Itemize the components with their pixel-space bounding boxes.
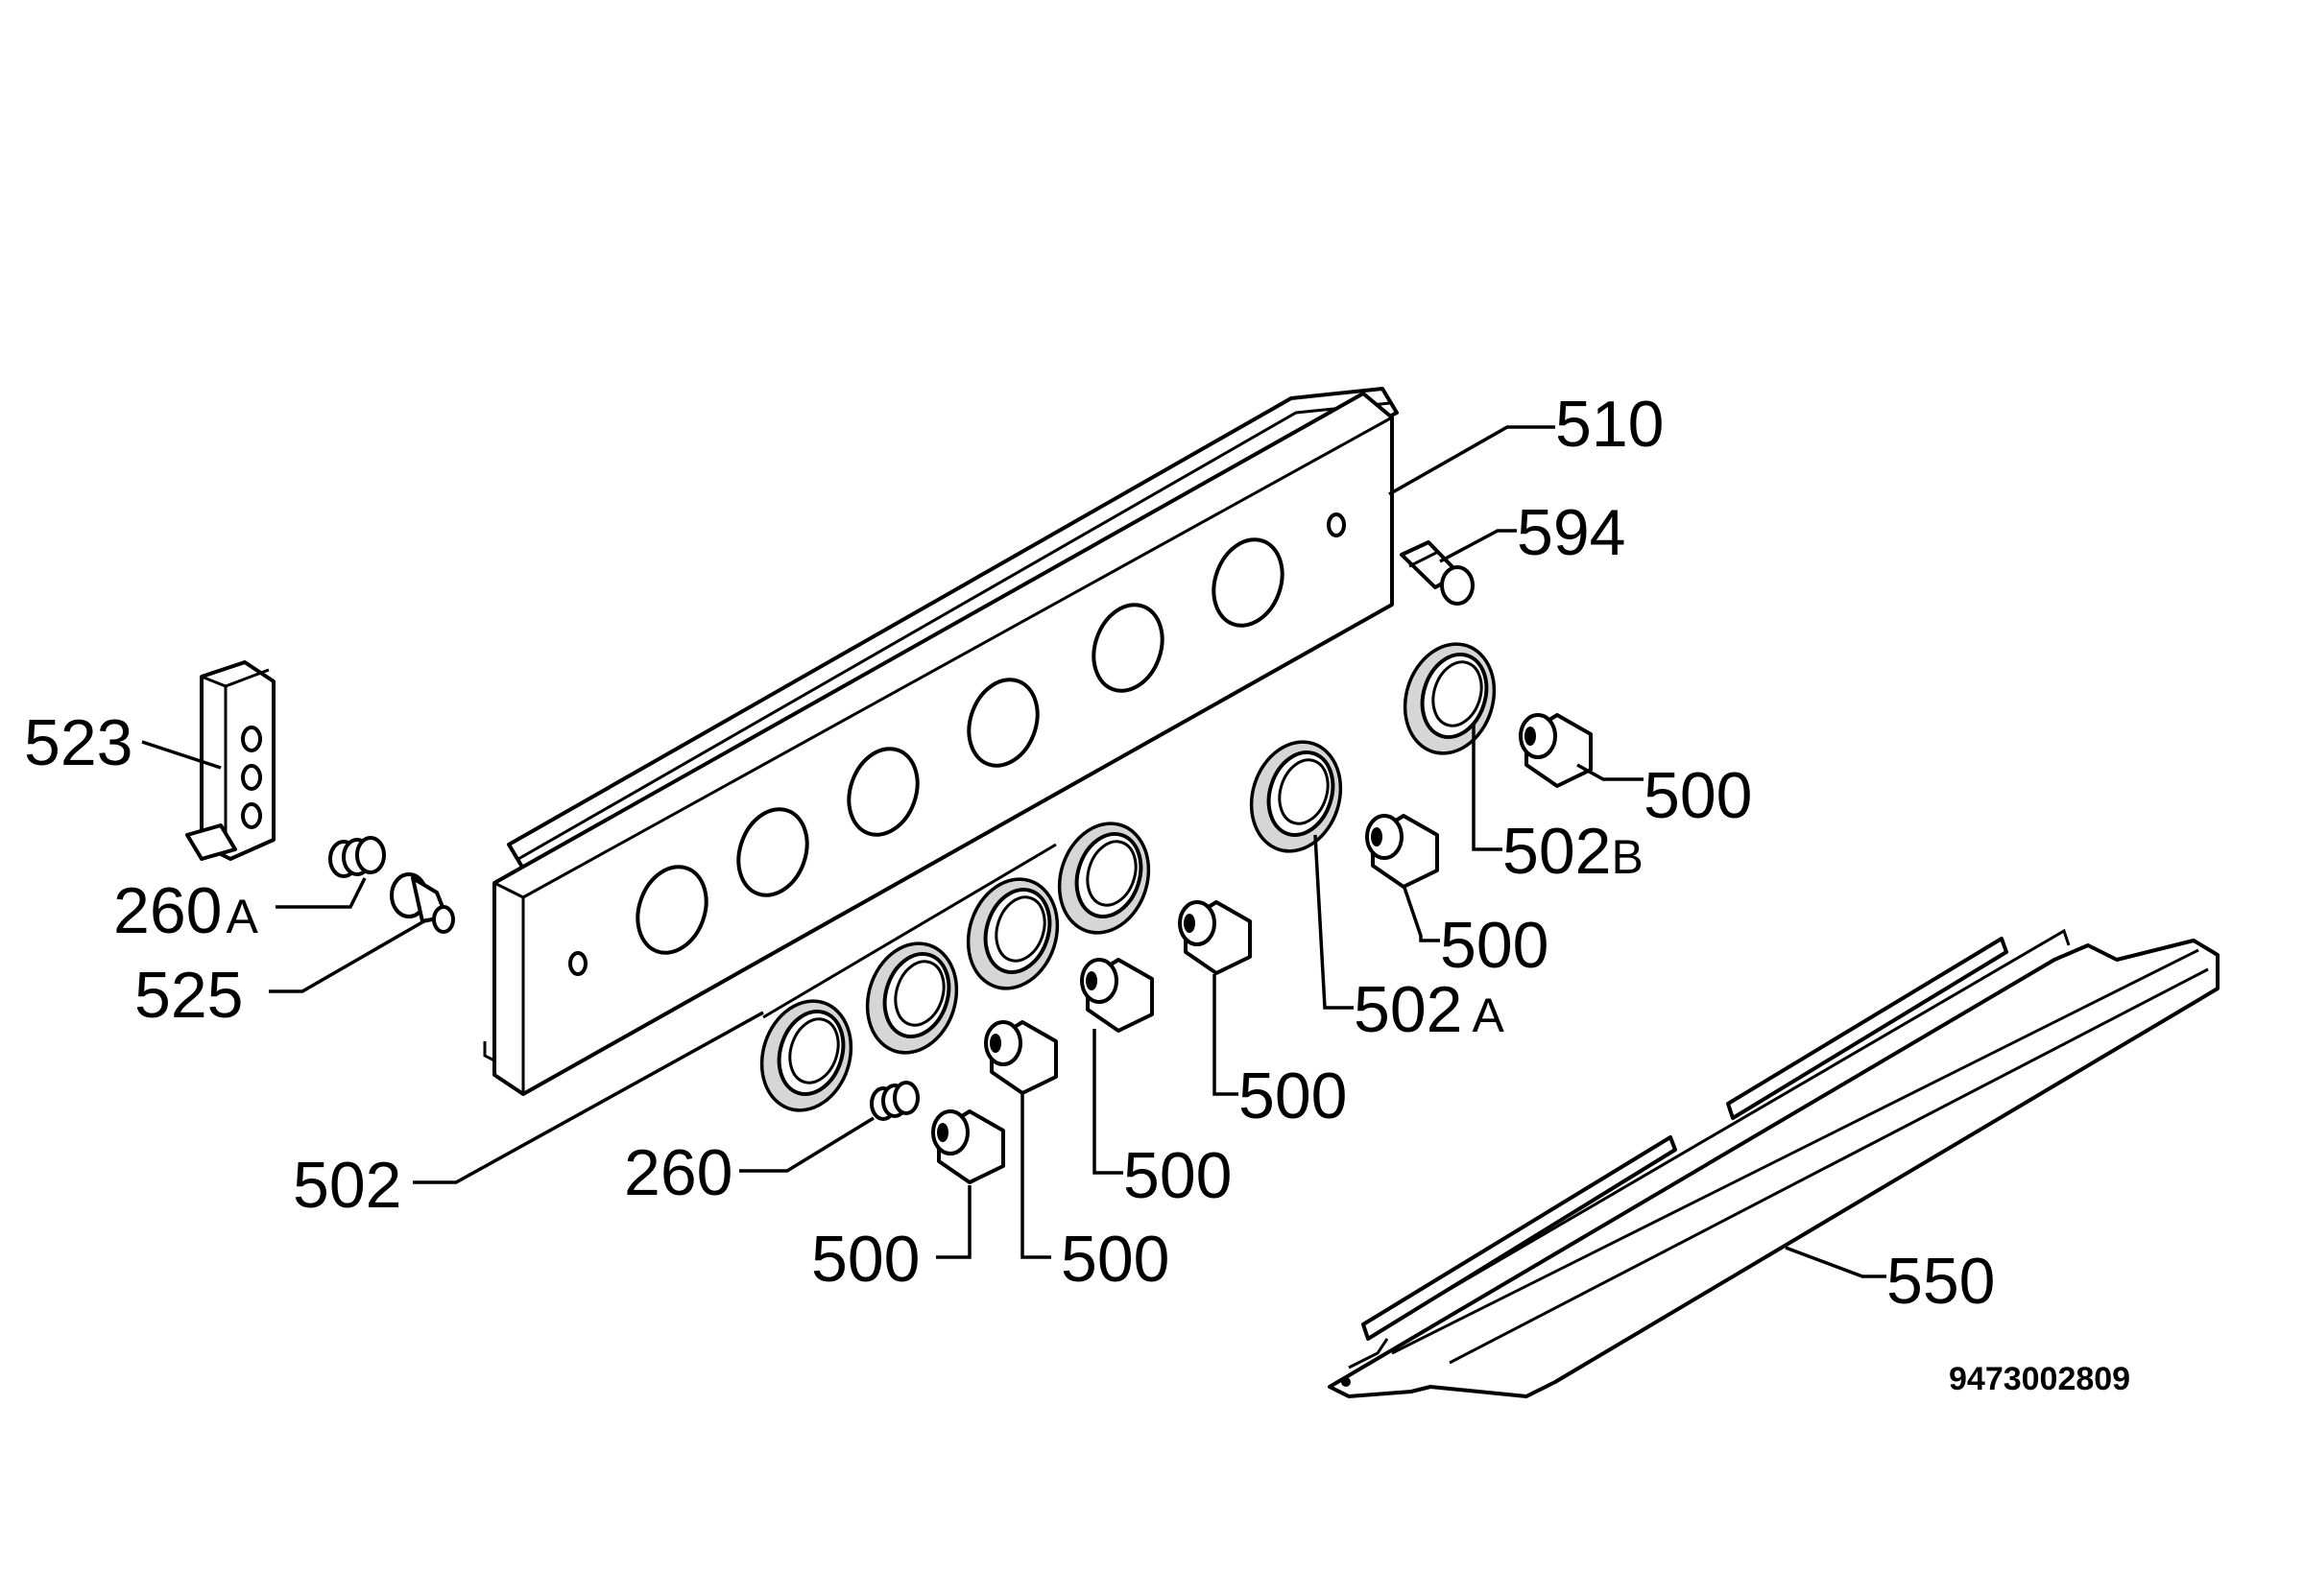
bezel-ring-502b bbox=[1403, 642, 1497, 755]
label-502b-number: 502 bbox=[1502, 815, 1611, 888]
label-502: 502 bbox=[293, 1149, 401, 1222]
control-panel-510 bbox=[483, 387, 1399, 1096]
leader-lines bbox=[141, 425, 1886, 1278]
bezel-rings-502 bbox=[759, 642, 1497, 1112]
knob bbox=[1519, 713, 1593, 788]
knob bbox=[931, 1109, 1005, 1184]
bezel-ring bbox=[966, 877, 1060, 990]
trim-strip-550 bbox=[1328, 928, 2220, 1398]
spring-260a bbox=[328, 836, 386, 878]
label-500-mid-right: 500 bbox=[1440, 909, 1548, 982]
label-502b-suffix: B bbox=[1611, 830, 1643, 884]
screw-594 bbox=[1400, 540, 1475, 606]
bezel-ring bbox=[865, 941, 959, 1055]
label-260a: 260A bbox=[113, 874, 258, 947]
knob bbox=[1080, 958, 1154, 1033]
bezel-ring bbox=[759, 999, 853, 1112]
knob bbox=[984, 1020, 1058, 1095]
label-500-lower: 500 bbox=[1123, 1139, 1232, 1212]
label-550: 550 bbox=[1886, 1245, 1995, 1318]
label-502b: 502B bbox=[1502, 815, 1644, 888]
bezel-ring bbox=[1057, 822, 1151, 935]
label-594: 594 bbox=[1517, 496, 1625, 569]
document-id: 9473002809 bbox=[1949, 1361, 2130, 1397]
bushing-525 bbox=[390, 872, 455, 934]
label-523: 523 bbox=[24, 706, 132, 779]
label-510: 510 bbox=[1555, 388, 1664, 461]
label-525: 525 bbox=[134, 959, 243, 1032]
bezel-ring-502a bbox=[1249, 740, 1343, 853]
label-260: 260 bbox=[624, 1136, 732, 1209]
label-500-bottom-left: 500 bbox=[811, 1223, 920, 1296]
knob bbox=[1365, 814, 1439, 889]
label-502a-suffix: A bbox=[1472, 989, 1504, 1042]
label-500-bottom: 500 bbox=[1061, 1223, 1169, 1296]
knob bbox=[1178, 900, 1252, 975]
label-260a-suffix: A bbox=[226, 890, 258, 943]
label-502a-number: 502 bbox=[1354, 973, 1462, 1046]
spring-260 bbox=[870, 1081, 920, 1121]
label-500-center: 500 bbox=[1238, 1060, 1347, 1132]
label-260a-number: 260 bbox=[113, 874, 222, 947]
bracket-523 bbox=[185, 660, 276, 861]
label-500-right: 500 bbox=[1644, 759, 1752, 832]
knobs-500 bbox=[931, 713, 1593, 1184]
